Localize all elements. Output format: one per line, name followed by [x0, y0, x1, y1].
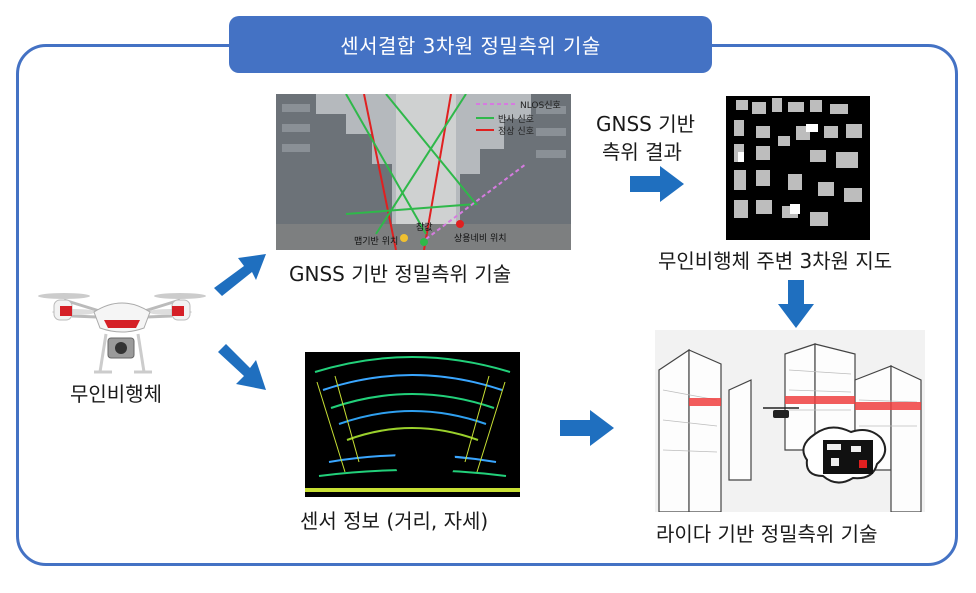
arrow-up-right [214, 254, 266, 296]
arrow-right-bottom [560, 410, 614, 446]
lidar-caption: 센서 정보 (거리, 자세) [300, 509, 489, 533]
legend-reflect: 반사 신호 [498, 114, 534, 125]
lidar-pointcloud-image [305, 352, 520, 497]
gnss-caption: GNSS 기반 정밀측위 기술 [289, 262, 512, 286]
arrow-down [778, 280, 814, 328]
drone-label: 무인비행체 [70, 382, 162, 406]
diagram-title: 센서결합 3차원 정밀측위 기술 [229, 16, 712, 73]
map-caption: 무인비행체 주변 3차원 지도 [658, 249, 893, 273]
drone-image [36, 278, 208, 378]
lidar-method-caption: 라이다 기반 정밀측위 기술 [656, 522, 878, 546]
marker-navi-label: 상용네비 위치 [454, 232, 507, 244]
legend-nlos: NLOS신호 [520, 100, 561, 111]
map-3d-image [726, 96, 870, 240]
gnss-street-image: NLOS신호 반사 신호 정상 신호 맵기반 위치 참값 상용네비 위치 [276, 94, 571, 250]
city-sketch-image [655, 330, 925, 512]
marker-truth-label: 참값 [416, 221, 433, 233]
navi-marker [456, 220, 464, 228]
truth-marker [420, 238, 428, 246]
map-position-marker [400, 234, 408, 242]
marker-map-label: 맵기반 위치 [354, 235, 398, 247]
arrow-right-top [630, 166, 684, 202]
gnss-result-label-1: GNSS 기반 [596, 112, 696, 136]
legend-normal: 정상 신호 [498, 126, 534, 137]
arrow-down-right [218, 344, 266, 390]
gnss-result-label-2: 측위 결과 [602, 140, 682, 164]
